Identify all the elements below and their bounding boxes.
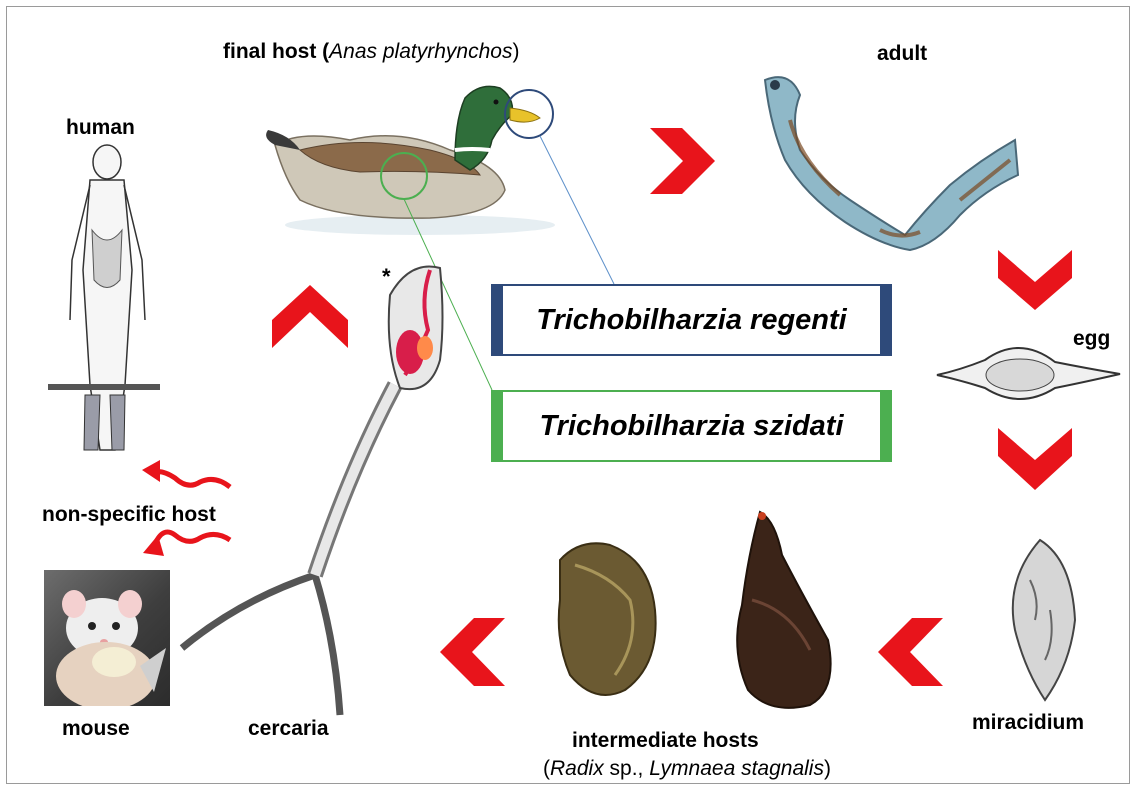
arrow-cercaria-to-duck (272, 285, 348, 348)
mouse-label: mouse (62, 717, 130, 740)
adult-label: adult (877, 42, 927, 65)
egg-label: egg (1073, 327, 1110, 350)
cercaria-label: cercaria (248, 717, 329, 740)
final-host-label: final host (Anas platyrhynchos) (223, 40, 519, 63)
wavy-arrow-lower (143, 532, 230, 556)
wavy-arrow-upper (142, 460, 230, 487)
adult-worm-illustration (765, 77, 1018, 250)
arrow-snail-to-cercaria (440, 618, 505, 686)
human-illustration (48, 145, 160, 450)
snail-radix-illustration (559, 543, 656, 695)
non-specific-host-label: non-specific host (42, 503, 216, 526)
miracidium-label: miracidium (972, 711, 1084, 734)
intermediate-hosts-species: (Radix sp., Lymnaea stagnalis) (543, 757, 831, 780)
cercaria-illustration (182, 267, 443, 715)
intermediate-hosts-label: intermediate hosts (572, 729, 759, 752)
mouse-photo (44, 570, 170, 706)
snail-lymnaea-illustration (737, 512, 830, 708)
egg-illustration (937, 348, 1120, 399)
miracidium-illustration (1013, 540, 1075, 700)
species-name-regenti: Trichobilharzia regenti (536, 304, 846, 337)
mouse-illustration (44, 570, 170, 706)
arrow-duck-to-adult (650, 128, 715, 194)
species-box-regenti: Trichobilharzia regenti (491, 284, 892, 356)
arrow-miracidium-to-snail (878, 618, 943, 686)
regenti-connector (540, 136, 614, 284)
human-label: human (66, 116, 135, 139)
asterisk-marker: * (382, 265, 391, 289)
arrow-adult-to-egg (998, 250, 1072, 310)
species-box-szidati: Trichobilharzia szidati (491, 390, 892, 462)
species-name-szidati: Trichobilharzia szidati (539, 410, 843, 443)
arrow-egg-to-miracidium (998, 428, 1072, 490)
